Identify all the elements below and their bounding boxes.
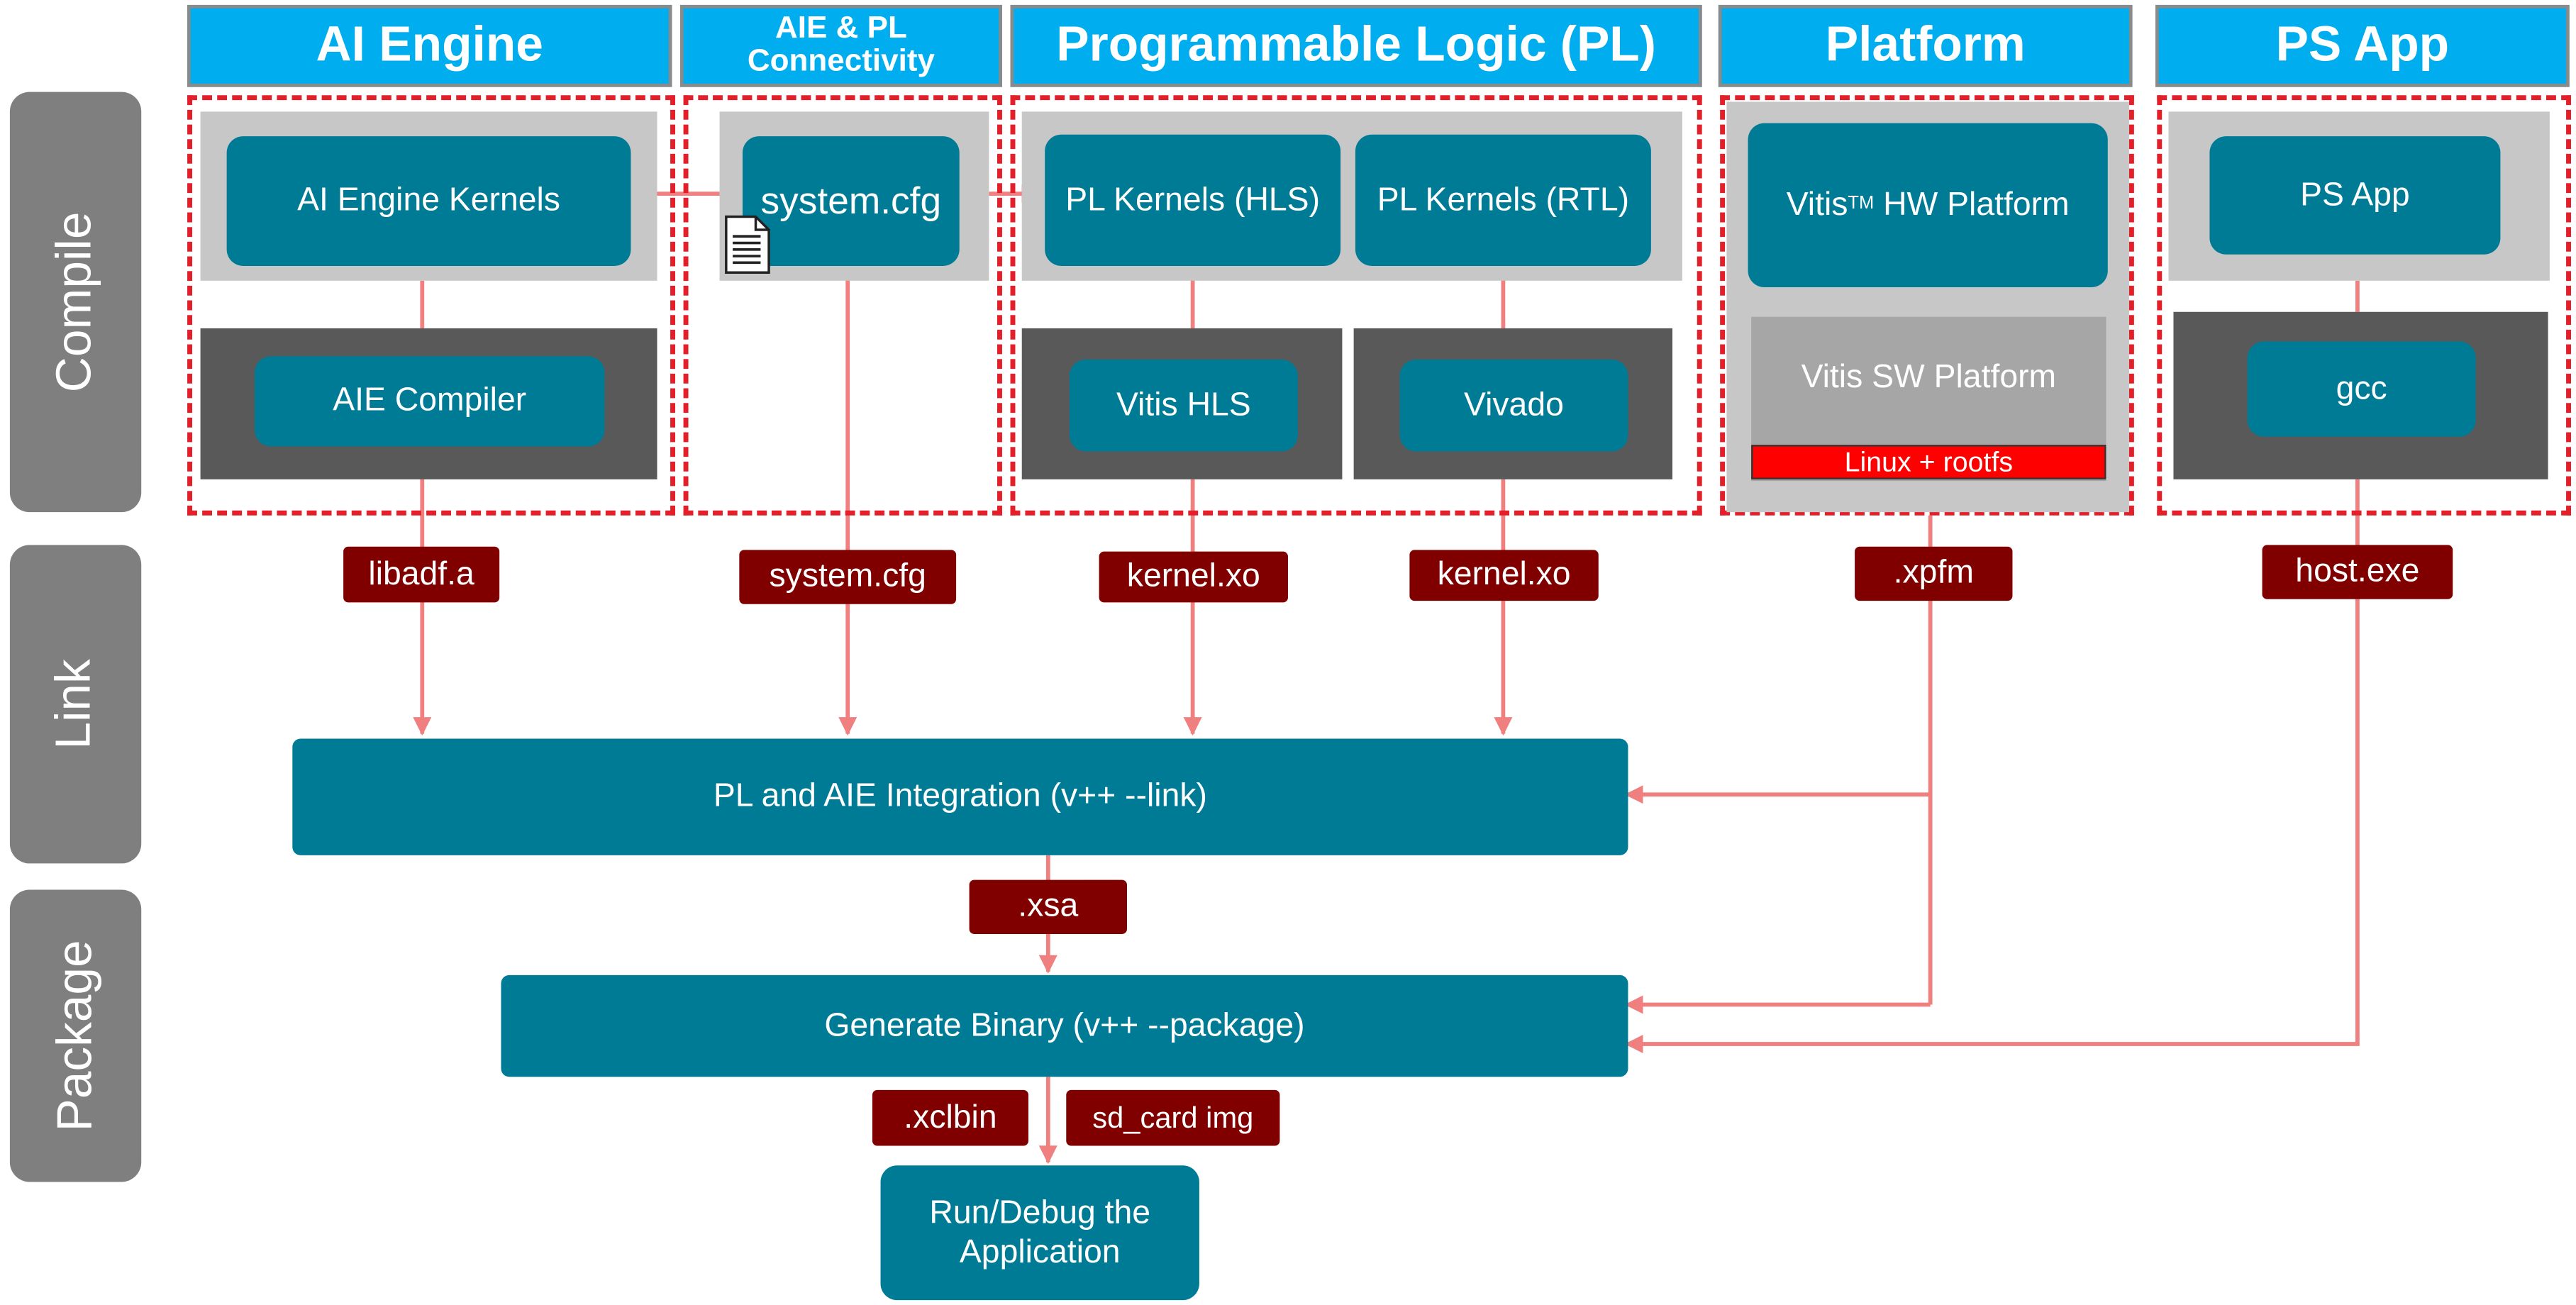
- ai-engine-region: [187, 95, 675, 516]
- stage-label-compile: Compile: [9, 91, 142, 513]
- connectivity-region: [683, 95, 1002, 516]
- trademark: TM: [1848, 194, 1875, 214]
- system-cfg-box: system.cfg: [742, 136, 960, 266]
- pl-kernels-hls-box: PL Kernels (HLS): [1045, 134, 1341, 266]
- stage-label-package: Package: [9, 889, 142, 1182]
- vitis-hw-label: Vitis: [1786, 187, 1848, 223]
- aie-compiler-box: AIE Compiler: [255, 356, 605, 447]
- file-libadf: libadf.a: [343, 546, 500, 603]
- file-kernel-xo-rtl: kernel.xo: [1409, 550, 1599, 601]
- header-programmable-logic: Programmable Logic (PL): [1010, 4, 1702, 87]
- ai-engine-kernels-box: AI Engine Kernels: [226, 136, 631, 266]
- file-host-exe: host.exe: [2262, 545, 2453, 599]
- file-xpfm: .xpfm: [1855, 546, 2013, 601]
- run-debug-box: Run/Debug the Application: [880, 1165, 1199, 1301]
- header-aie-pl-connectivity: AIE & PL Connectivity: [679, 4, 1002, 87]
- vitis-hw-suffix: HW Platform: [1883, 187, 2070, 223]
- platform-region: [1720, 95, 2134, 516]
- linux-rootfs-bar: Linux + rootfs: [1751, 445, 2106, 479]
- link-step-box: PL and AIE Integration (v++ --link): [292, 738, 1628, 855]
- stage-package-text: Package: [48, 940, 102, 1132]
- ps-app-box: PS App: [2209, 136, 2501, 255]
- gcc-box: gcc: [2247, 341, 2476, 437]
- ps-app-region: [2157, 95, 2572, 516]
- pl-region: [1010, 95, 1702, 516]
- file-sd-card-img: sd_card img: [1066, 1089, 1280, 1146]
- document-icon: [725, 215, 770, 274]
- file-system-cfg: system.cfg: [739, 550, 957, 604]
- vitis-sw-platform-label: Vitis SW Platform: [1801, 359, 2057, 396]
- header-platform: Platform: [1718, 4, 2133, 87]
- pl-kernels-rtl-box: PL Kernels (RTL): [1355, 134, 1651, 266]
- vivado-box: Vivado: [1399, 359, 1628, 452]
- arrow-host-to-package: [1624, 479, 2360, 1054]
- stage-link-text: Link: [48, 659, 102, 750]
- package-step-box: Generate Binary (v++ --package): [501, 974, 1628, 1077]
- header-ps-app: PS App: [2155, 4, 2570, 87]
- vitis-hls-box: Vitis HLS: [1069, 359, 1298, 452]
- file-xclbin: .xclbin: [872, 1089, 1029, 1146]
- header-ai-engine: AI Engine: [187, 4, 672, 87]
- stage-compile-text: Compile: [48, 211, 102, 393]
- file-xsa: .xsa: [969, 879, 1127, 934]
- stage-label-link: Link: [9, 545, 142, 864]
- file-kernel-xo-hls: kernel.xo: [1099, 551, 1288, 603]
